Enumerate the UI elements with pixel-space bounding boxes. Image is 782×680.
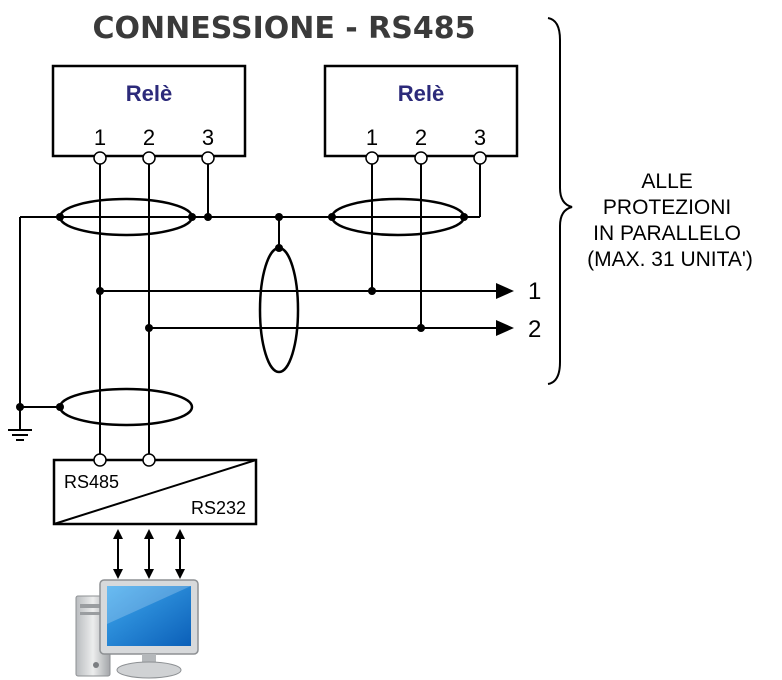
- relay-box-left: [51, 64, 247, 158]
- relay-box-right: [323, 64, 519, 158]
- parallel-note: ALLE PROTEZIONI IN PARALLELO (MAX. 31 UN…: [587, 170, 753, 271]
- output-2-label: 2: [528, 316, 541, 343]
- output-2-arrow-icon: [496, 320, 514, 336]
- grouping-brace: [547, 17, 573, 385]
- note-line-4: (MAX. 31 UNITA'): [587, 248, 753, 271]
- converter-rs232-label: RS232: [191, 498, 246, 518]
- relay-label-right: Relè: [398, 81, 444, 106]
- cable-shield-ellipse-bottom: [58, 387, 194, 427]
- output-1-label: 1: [528, 278, 541, 305]
- converter-terminal-a: [93, 453, 107, 467]
- note-line-1: ALLE: [641, 170, 692, 193]
- diagram-title: CONNESSIONE - RS485: [92, 11, 475, 46]
- converter-rs485-label: RS485: [64, 472, 119, 492]
- converter-terminal-b: [142, 453, 156, 467]
- relay-left-terminal-2: 2: [143, 125, 155, 150]
- cable-shield-ellipse-vertical: [258, 246, 300, 374]
- relay-label-left: Relè: [126, 81, 172, 106]
- bidirectional-arrows: [113, 529, 185, 579]
- junction-dots: [16, 213, 468, 411]
- note-line-2: PROTEZIONI: [603, 196, 731, 219]
- desktop-computer-icon: [75, 579, 199, 679]
- relay-right-terminal-3: 3: [474, 125, 486, 150]
- output-1-arrow-icon: [496, 283, 514, 299]
- relay-right-terminal-1: 1: [366, 125, 378, 150]
- relay-left-terminal-3: 3: [202, 125, 214, 150]
- converter-diagonal: [53, 459, 257, 525]
- relay-left-terminal-1: 1: [94, 125, 106, 150]
- relay-terminal-circles: [93, 151, 487, 165]
- note-line-3: IN PARALLELO: [593, 222, 741, 245]
- wiring: [19, 158, 498, 459]
- ground-symbol-icon: [8, 429, 32, 441]
- relay-right-terminal-2: 2: [415, 125, 427, 150]
